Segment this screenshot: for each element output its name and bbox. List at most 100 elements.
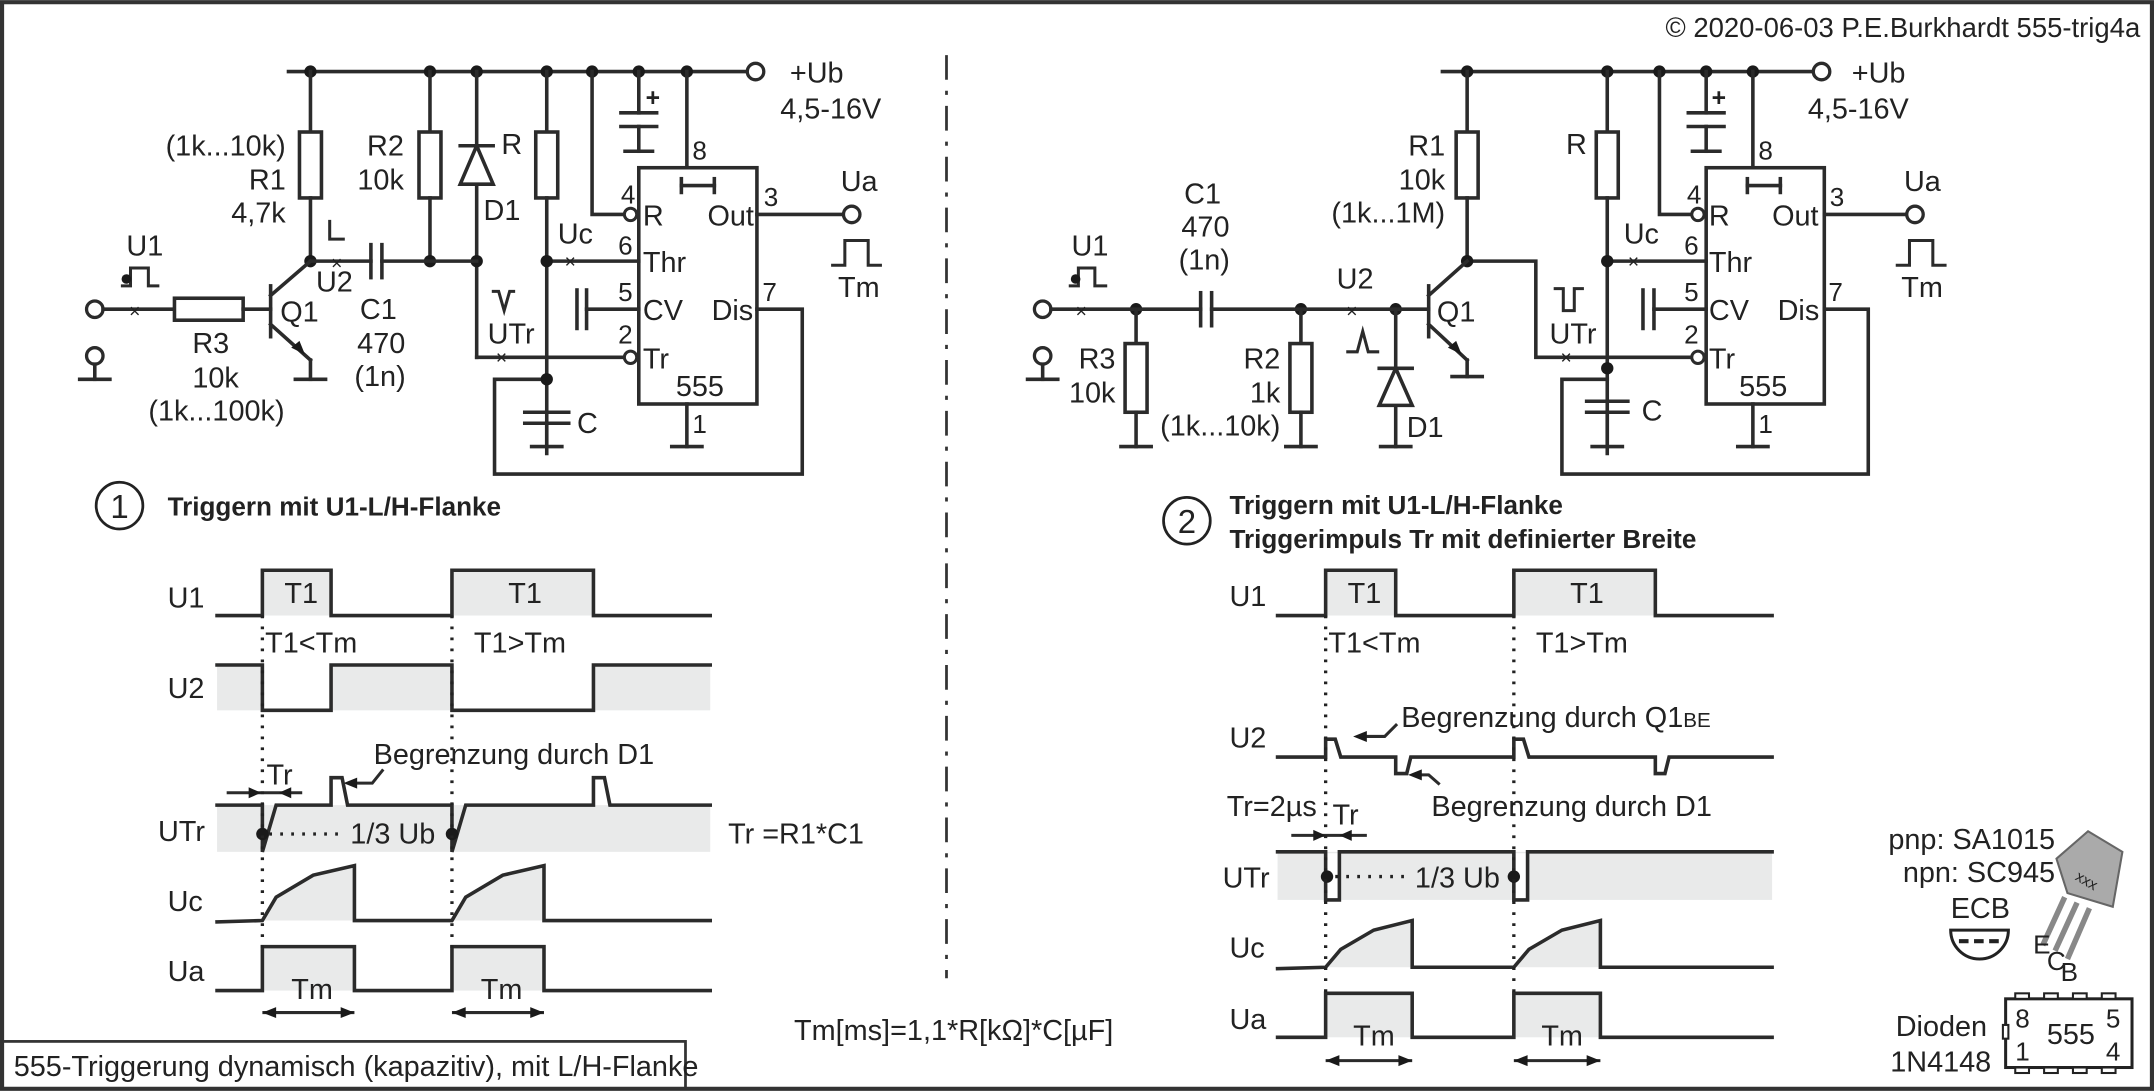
q1-label: Q1: [280, 297, 318, 329]
ua-waveform: [215, 944, 713, 993]
output-terminal-2-icon[interactable]: [1905, 204, 1925, 225]
timing-diagram-1: U1 T1 T1 T1<Tm T1>Tm U2 Begrenzung durch…: [158, 568, 864, 1019]
t1-sig-u1: U1: [168, 582, 205, 614]
output-terminal-icon[interactable]: [841, 204, 862, 225]
threshold-label: 1/3 Ub: [350, 819, 435, 851]
t2-sig-u2: U2: [1229, 722, 1266, 754]
circuit-2: +Ub 4,5-16V R1 10k (1k...1M) R + 8 4 R O…: [1025, 58, 1947, 476]
pin-r-label-2: R: [1709, 200, 1730, 232]
tm-label-b: Tm: [481, 974, 523, 1006]
tm-label-2b: Tm: [1541, 1021, 1583, 1053]
t2-sig-u1: U1: [1229, 581, 1266, 613]
tr-value-label: Tr=2µs: [1227, 791, 1317, 823]
r3-range: (1k...100k): [148, 395, 284, 427]
tr-formula: Tr =R1*C1: [728, 819, 864, 851]
d1-label: D1: [484, 195, 521, 227]
r3-name-2: R3: [1079, 343, 1116, 375]
timing-diagram-2: U1 T1 T1 T1<Tm T1>Tm U2 Begrenzung durch…: [1223, 568, 1774, 1067]
svg-text:×: ×: [1346, 301, 1357, 322]
input-terminal-2-icon[interactable]: [1032, 299, 1053, 320]
d1-label-2: D1: [1407, 412, 1444, 444]
t2-sig-uc: Uc: [1229, 933, 1264, 965]
utr-waveform: [215, 775, 713, 853]
svg-text:×: ×: [129, 301, 140, 322]
limit-note-d1-2: Begrenzung durch D1: [1431, 791, 1711, 823]
pin6-label-2: 6: [1684, 230, 1699, 260]
dip-pin4: 4: [2106, 1037, 2121, 1067]
tr-label-2: Tr: [1333, 799, 1360, 831]
svg-text:×: ×: [1628, 252, 1639, 273]
utr-label-2: UTr: [1550, 319, 1597, 351]
case-long-label-2: T1>Tm: [1536, 628, 1628, 660]
to92-bottom-view-icon: [1949, 928, 2010, 961]
ua-waveform-2: [1275, 991, 1774, 1040]
pnp-part: pnp: SA1015: [1888, 824, 2055, 856]
r-resistor-2: [1594, 130, 1621, 200]
svg-text:×: ×: [331, 253, 342, 274]
pin6-label: 6: [618, 230, 633, 260]
r2-resistor: [417, 130, 443, 200]
ua-label-2: Ua: [1904, 166, 1942, 198]
case-long-label: T1>Tm: [474, 628, 566, 660]
r1-resistor: [297, 130, 324, 200]
d1-diode-icon: [457, 141, 496, 186]
pin3-label-2: 3: [1830, 182, 1845, 212]
ua-label: Ua: [841, 166, 879, 198]
pin-out-label-2: Out: [1772, 200, 1818, 232]
c1-name: C1: [360, 294, 397, 326]
ic-name-label: 555: [676, 371, 724, 403]
r3-name: R3: [192, 328, 229, 360]
r1-name-2: R1: [1408, 130, 1445, 162]
input-terminal-icon[interactable]: [84, 299, 105, 320]
ground-terminal-2-icon[interactable]: [1032, 346, 1053, 366]
pin4-label: 4: [621, 179, 636, 209]
r2-name-2: R2: [1243, 343, 1280, 375]
tm-label: Tm: [838, 272, 880, 304]
uc-waveform-2: [1275, 918, 1774, 971]
dip8-package-icon: 8 1 555 5 4: [2001, 992, 2134, 1075]
ground-terminal-icon[interactable]: [84, 346, 105, 366]
u1-label: U1: [126, 231, 163, 263]
ic-555-body-2: [1704, 165, 1827, 406]
pin-cv-label: CV: [643, 295, 684, 327]
r-label: R: [501, 129, 522, 161]
pin-c-label: C: [2047, 946, 2066, 976]
r2-range-2: (1k...10k): [1160, 411, 1280, 443]
c1-name-2: C1: [1184, 178, 1221, 210]
caption-box: [1, 1040, 687, 1090]
threshold-label-2: 1/3 Ub: [1415, 863, 1500, 895]
svg-text:+: +: [646, 85, 660, 112]
tm-label-2a: Tm: [1353, 1021, 1395, 1053]
to92-transistor-icon: xxx: [2040, 829, 2124, 961]
dip-pin5: 5: [2106, 1004, 2121, 1034]
pin-cv-label-2: CV: [1709, 295, 1750, 327]
svg-text:×: ×: [1076, 301, 1087, 322]
r2-name: R2: [367, 130, 404, 162]
uc-waveform: [215, 863, 713, 924]
dip-pin8: 8: [2015, 1004, 2030, 1034]
u1-label-2: U1: [1072, 231, 1109, 263]
circuit1-number-badge: [94, 480, 145, 531]
pin1-label: 1: [692, 409, 707, 439]
r1-value: 4,7k: [231, 198, 286, 230]
svg-text:×: ×: [565, 252, 576, 273]
pin8-label-2: 8: [1758, 135, 1773, 165]
supply-terminal-icon[interactable]: [745, 61, 766, 82]
tr-label: Tr: [267, 760, 294, 792]
pin4-label-2: 4: [1687, 179, 1702, 209]
supply-terminal-2-icon[interactable]: [1811, 61, 1832, 82]
pin5-label: 5: [618, 277, 633, 307]
circuit1-title: Triggern mit U1-L/H-Flanke: [168, 491, 501, 521]
t2-sig-utr: UTr: [1223, 863, 1270, 895]
r1-range-2: (1k...1M): [1331, 198, 1445, 230]
r3-value-2: 10k: [1069, 378, 1116, 410]
pin5-label-2: 5: [1684, 277, 1699, 307]
c1-alt: (1n): [354, 361, 405, 393]
diodes-label: Dioden: [1896, 1011, 1987, 1043]
tm-label-a: Tm: [291, 974, 333, 1006]
t2-sig-ua: Ua: [1229, 1004, 1267, 1036]
supply-label: +Ub: [790, 58, 844, 90]
c1-alt-2: (1n): [1179, 244, 1230, 276]
q1-label-2: Q1: [1437, 297, 1475, 329]
pin-tr-label-2: Tr: [1709, 343, 1736, 375]
